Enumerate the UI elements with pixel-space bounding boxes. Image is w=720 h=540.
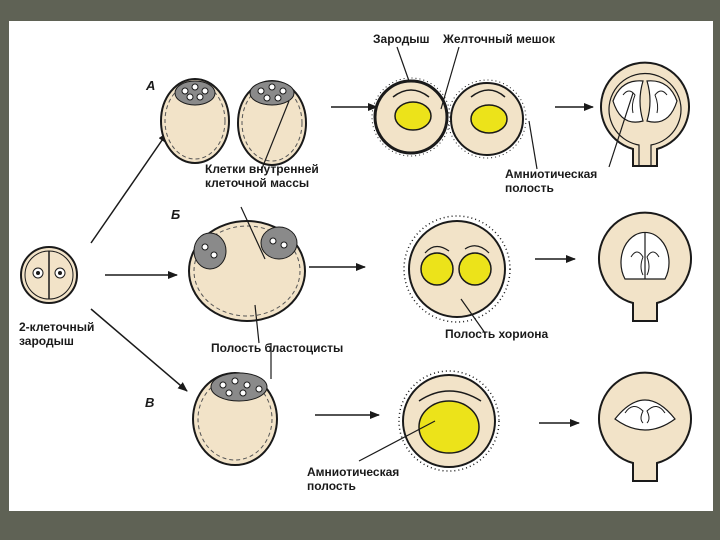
label-amniotic-top-line-2: полость	[505, 181, 597, 195]
label-inner-cell-mass: Клетки внутренней клеточной массы	[205, 162, 319, 190]
row-a-implanted-1	[372, 78, 450, 156]
two-cell-embryo	[21, 247, 77, 303]
label-amniotic-top-line-1: Амниотическая	[505, 167, 597, 181]
row-letter-v: В	[145, 395, 154, 410]
arrow-to-row-a	[91, 133, 167, 243]
row-v-blastocyst	[193, 373, 277, 465]
row-a-blastocyst-2	[238, 81, 306, 165]
row-b-chorion	[404, 216, 510, 322]
label-chorion-cavity: Полость хориона	[445, 327, 548, 341]
row-b-fetus	[599, 213, 691, 321]
label-yolk-sac: Желточный мешок	[443, 32, 555, 46]
slide-canvas: А Б В Зародыш Желточный мешок Клетки вну…	[9, 21, 713, 511]
row-letter-a: А	[146, 78, 155, 93]
label-two-cell-line-1: 2-клеточный	[19, 320, 94, 334]
label-amniotic-bottom-line-2: полость	[307, 479, 399, 493]
row-a-implanted-2	[448, 80, 526, 158]
label-inner-cell-mass-line-1: Клетки внутренней	[205, 162, 319, 176]
label-inner-cell-mass-line-2: клеточной массы	[205, 176, 319, 190]
arrow-to-row-v	[91, 309, 187, 391]
label-amniotic-cavity-bottom: Амниотическая полость	[307, 465, 399, 493]
row-v-implanted	[399, 371, 499, 471]
row-a-blastocyst-1	[161, 79, 229, 163]
embryo-development-diagram	[9, 21, 713, 511]
label-blastocyst-cavity: Полость бластоцисты	[211, 341, 343, 355]
row-letter-b: Б	[171, 207, 180, 222]
label-amniotic-cavity-top: Амниотическая полость	[505, 167, 597, 195]
label-two-cell-embryo: 2-клеточный зародыш	[19, 320, 94, 348]
label-embryo: Зародыш	[373, 32, 430, 46]
label-two-cell-line-2: зародыш	[19, 334, 94, 348]
row-b-blastocyst	[189, 221, 305, 321]
label-amniotic-bottom-line-1: Амниотическая	[307, 465, 399, 479]
row-v-fetus	[599, 373, 691, 481]
